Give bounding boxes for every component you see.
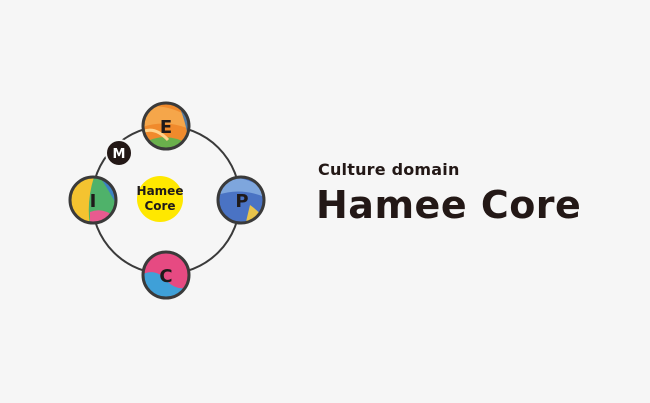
c-label: C xyxy=(159,266,172,287)
e-label: E xyxy=(160,117,172,138)
page-title: Hamee Core xyxy=(316,183,582,227)
i-node: I xyxy=(68,175,118,225)
i-label: I xyxy=(90,191,97,212)
e-node: E xyxy=(141,101,191,151)
core-label-line1: Hamee xyxy=(137,184,184,198)
core-node: Hamee Core xyxy=(137,176,184,222)
p-node: P xyxy=(216,175,266,225)
hamee-core-logo: E I P xyxy=(68,101,266,300)
subtitle: Culture domain xyxy=(318,160,460,179)
p-label: P xyxy=(235,191,248,212)
m-node: M xyxy=(105,139,133,167)
c-node: C xyxy=(141,250,191,300)
core-label-line2: Core xyxy=(144,199,175,213)
m-label: M xyxy=(113,147,126,162)
